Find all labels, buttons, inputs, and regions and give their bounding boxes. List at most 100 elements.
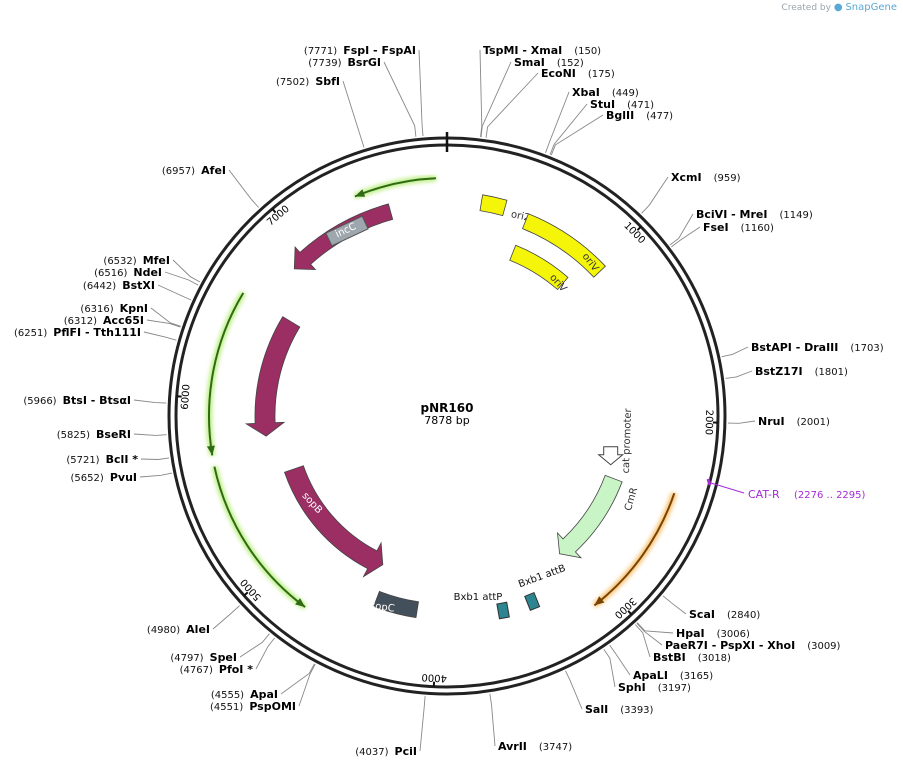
feature-label: repE <box>421 202 444 213</box>
feature-sopc[interactable]: sopC <box>369 590 419 619</box>
restriction-site[interactable]: Acc65I(6312) <box>64 314 144 327</box>
primer-cat-r-range: (2276 .. 2295) <box>794 490 866 501</box>
plasmid-size: 7878 bp <box>424 414 469 427</box>
site-name-group: KpnI <box>120 302 148 315</box>
restriction-site[interactable]: BseRI(5825) <box>57 428 131 441</box>
site-enzyme-name: SbfI <box>315 75 340 88</box>
restriction-site[interactable]: AfeI(6957) <box>162 164 226 177</box>
restriction-site[interactable]: AvrII(3747) <box>498 740 572 753</box>
restriction-site[interactable]: KpnI (6316) <box>80 302 148 315</box>
site-enzyme-name: ApaLI <box>633 669 668 682</box>
restriction-site[interactable]: BstXI(6442) <box>83 279 155 292</box>
restriction-site[interactable]: PciI(4037) <box>355 745 417 758</box>
site-enzyme-name: FseI <box>703 221 729 234</box>
tick-label: 1000 <box>621 220 647 246</box>
restriction-site[interactable]: BstAPI - DraIII(1703) <box>751 341 884 354</box>
restriction-site[interactable]: BclI *(5721) <box>66 453 138 466</box>
restriction-site[interactable]: ApaI(4555) <box>211 688 278 701</box>
restriction-site[interactable]: BstBI(3018) <box>653 651 731 664</box>
feature-oriv[interactable]: oriV <box>509 244 569 294</box>
site-position: (3009) <box>807 641 840 652</box>
tick-mark <box>636 226 642 231</box>
site-position: (5721) <box>66 455 99 466</box>
restriction-site[interactable]: PaeR7I - PspXI - XhoI(3009) <box>665 639 841 652</box>
site-leader-line <box>157 284 192 301</box>
restriction-site[interactable]: SbfI(7502) <box>276 75 340 88</box>
restriction-site[interactable]: BsrGI(7739) <box>308 56 381 69</box>
site-leader-line <box>641 176 669 214</box>
feature-cat-promoter[interactable]: cat promoter <box>597 407 634 474</box>
site-leader-line <box>150 307 181 327</box>
site-position: (6316) <box>80 304 113 315</box>
restriction-site[interactable]: XcmI(959) <box>671 171 741 184</box>
site-name-group: MfeI <box>143 254 170 267</box>
site-enzyme-name: NruI <box>758 415 785 428</box>
restriction-site[interactable]: XbaI(449) <box>572 86 639 99</box>
glow-arrow-bottom-left <box>213 466 306 608</box>
restriction-site[interactable]: PflFI - Tth111I(6251) <box>14 326 141 339</box>
site-leader-line <box>662 595 687 615</box>
site-position: (6516) <box>94 268 127 279</box>
site-name-group: BglII <box>606 109 634 122</box>
site-enzyme-name: - <box>81 326 93 339</box>
restriction-site[interactable]: BstZ17I(1801) <box>755 365 848 378</box>
feature-cmr[interactable]: CmR <box>556 474 641 559</box>
restriction-site[interactable]: BglII(477) <box>606 109 673 122</box>
feature-sopb[interactable]: sopB <box>283 465 384 578</box>
feature-label: cat promoter <box>621 407 634 473</box>
restriction-site[interactable]: SalI(3393) <box>585 703 654 716</box>
site-position: (471) <box>627 100 654 111</box>
feature-repe[interactable]: repE <box>293 202 444 271</box>
restriction-site[interactable]: EcoNI(175) <box>541 67 615 80</box>
restriction-site[interactable]: PspOMI(4551) <box>210 700 296 713</box>
glow-arrow-top-head <box>354 189 366 197</box>
restriction-site[interactable]: FseI(1160) <box>703 221 774 234</box>
site-position: (5652) <box>71 473 104 484</box>
tick-label: 5000 <box>239 576 264 602</box>
feature-sopa[interactable]: sopA <box>239 316 301 437</box>
restriction-site[interactable]: AleI(4980) <box>147 623 210 636</box>
restriction-site[interactable]: PvuI(5652) <box>71 471 137 484</box>
restriction-site[interactable]: PfoI *(4767) <box>180 663 254 676</box>
site-position: (449) <box>612 88 639 99</box>
restriction-site[interactable]: FspI - FspAI(7771) <box>304 44 416 57</box>
site-position: (6957) <box>162 166 195 177</box>
site-name-group: SalI <box>585 703 608 716</box>
site-leader-line <box>485 72 539 138</box>
restriction-site[interactable]: StuI(471) <box>590 98 654 111</box>
site-enzyme-name: PaeR7I <box>665 639 708 652</box>
restriction-site[interactable]: ApaLI(3165) <box>633 669 713 682</box>
restriction-site[interactable]: MfeI(6532) <box>103 254 170 267</box>
restriction-site[interactable]: NruI(2001) <box>758 415 830 428</box>
site-name-group: NruI <box>758 415 785 428</box>
restriction-site[interactable]: TspMI - XmaI(150) <box>483 44 601 57</box>
site-leader-line <box>550 114 604 156</box>
feature-ori2[interactable]: ori2 <box>479 194 531 224</box>
site-enzyme-name: NdeI <box>133 266 162 279</box>
restriction-site[interactable]: SphI(3197) <box>618 681 691 694</box>
site-position: (4797) <box>170 653 203 664</box>
site-enzyme-name: ScaI <box>689 608 715 621</box>
site-position: (7771) <box>304 46 337 57</box>
feature-shape <box>521 213 606 278</box>
site-name-group: AleI <box>186 623 210 636</box>
restriction-site[interactable]: SpeI(4797) <box>170 651 237 664</box>
site-enzyme-name: - <box>727 208 739 221</box>
restriction-site[interactable]: BciVI - MreI(1149) <box>696 208 813 221</box>
site-leader-line <box>609 644 631 676</box>
feature-bxb1-attb[interactable]: Bxb1 attB <box>517 563 567 611</box>
feature-bxb1-attp[interactable]: Bxb1 attP <box>454 592 510 620</box>
site-name-group: BstBI <box>653 651 686 664</box>
snapgene-credit: Created by ● SnapGene <box>781 2 897 13</box>
site-leader-line <box>133 399 167 404</box>
restriction-site[interactable]: BtsI - BtsαI(5966) <box>23 394 131 407</box>
restriction-site[interactable]: NdeI (6516) <box>94 266 162 279</box>
restriction-site[interactable]: SmaI(152) <box>514 56 584 69</box>
feature-oriv[interactable]: oriV <box>521 213 606 278</box>
site-name-group: HpaI <box>676 627 705 640</box>
site-leader-line <box>146 319 181 328</box>
site-name-group: BsrGI <box>348 56 381 69</box>
feature-shape <box>244 316 301 437</box>
restriction-site[interactable]: HpaI(3006) <box>676 627 750 640</box>
restriction-site[interactable]: ScaI(2840) <box>689 608 760 621</box>
